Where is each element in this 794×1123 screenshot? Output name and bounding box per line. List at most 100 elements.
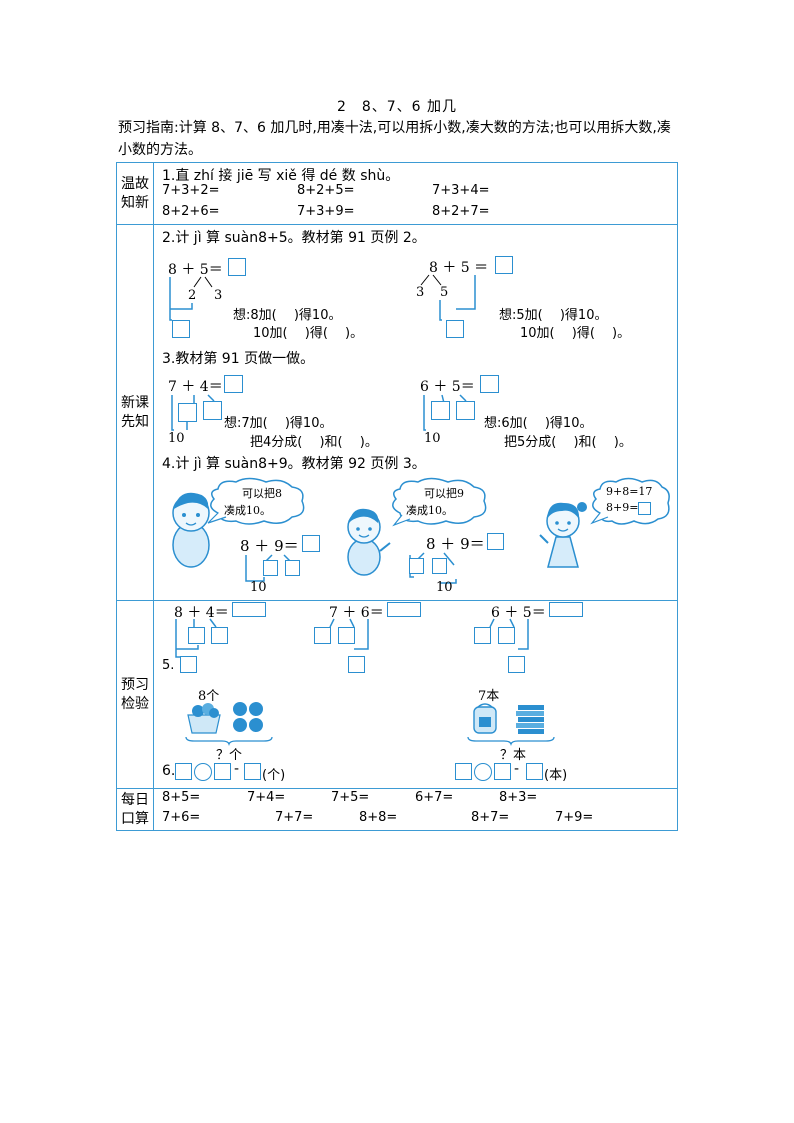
answer-box[interactable] [638,502,651,515]
books-icon [473,703,544,734]
answer-box[interactable] [172,320,190,338]
answer-box[interactable] [180,656,197,673]
answer-box[interactable] [431,401,450,420]
q3-left-ten: 10 [168,431,185,446]
q6-label: 6. [162,763,176,779]
q6-left-count: 8个 [198,689,220,704]
q6-right-unit: (本) [544,768,568,783]
answer-box[interactable] [495,256,513,274]
q5-split-lines [175,618,529,658]
q2-left-think1: 想:8加( )得10。 [233,308,342,323]
daily-item: 8+7= [471,810,510,825]
q4-right-split-lines [409,552,457,584]
section-label-new: 新课先知 [116,224,154,601]
q2-right-split-lines [420,274,476,321]
q2-left-equation: 8 ＋ 5＝ [168,262,223,278]
q4-right-equation: 8 ＋ 9＝ [426,535,485,553]
q6-right-count: 7本 [478,689,500,704]
preview-guide: 预习指南:计算 8、7、6 加几时,用凑十法,可以用拆小数,凑大数的方法;也可以… [118,120,671,158]
brace-icon [467,736,555,747]
q4-right-ten: 10 [436,580,453,595]
bubble3-text-b: 8+9= [606,501,639,514]
q3-right-think2: 把5分成( )和( )。 [504,435,632,450]
q1-item: 8+2+7= [432,204,490,219]
q2-left-part-a: 2 [188,288,197,303]
answer-box[interactable] [232,602,266,617]
q5-label: 5. [162,658,175,673]
answer-box[interactable] [474,627,491,644]
brace-icon [185,736,273,747]
minus-sign: - [234,761,240,777]
answer-box[interactable] [228,258,246,276]
minus-sign: - [514,761,520,777]
answer-box[interactable] [480,375,499,393]
answer-box[interactable] [432,558,447,574]
q1-item: 8+2+5= [297,183,355,198]
bubble3-text-a: 9+8=17 [606,485,653,498]
answer-box[interactable] [455,763,472,780]
q1-heading: 1.直 zhí 接 jiē 写 xiě 得 dé 数 shù。 [162,168,400,184]
answer-box[interactable] [498,627,515,644]
answer-box[interactable] [338,627,355,644]
answer-box[interactable] [549,602,583,617]
q1-item: 7+3+9= [297,204,355,219]
answer-box[interactable] [263,560,278,576]
answer-box[interactable] [302,535,320,552]
q5-equation-3: 6 ＋ 5＝ [491,605,546,621]
answer-box[interactable] [446,320,464,338]
q3-heading: 3.教材第 91 页做一做。 [162,351,315,367]
q3-right-ten: 10 [424,431,441,446]
boy-figure-left [172,492,210,568]
q4-heading: 4.计 jì 算 suàn8+9。教材第 92 页例 3。 [162,456,426,472]
q3-left-split-lines [171,394,215,431]
answer-box[interactable] [224,375,243,393]
answer-box[interactable] [348,656,365,673]
page-title: 2 8、7、6 加几 [336,99,458,115]
q4-left-equation: 8 ＋ 9＝ [240,537,299,555]
answer-box[interactable] [244,763,261,780]
q2-right-think2: 10加( )得( )。 [520,326,631,341]
answer-box[interactable] [214,763,231,780]
answer-box[interactable] [456,401,475,420]
section-label-review: 温故知新 [116,162,154,225]
q1-item: 7+3+4= [432,183,490,198]
girl-figure [539,502,587,568]
answer-box[interactable] [387,602,421,617]
daily-item: 7+9= [555,810,594,825]
q3-left-think1: 想:7加( )得10。 [224,416,333,431]
operator-circle[interactable] [194,763,212,781]
speech-bubble [392,477,487,527]
answer-box[interactable] [409,558,424,574]
answer-box[interactable] [285,560,300,576]
q3-right-equation: 6 ＋ 5＝ [420,379,475,395]
q5-equation-1: 8 ＋ 4＝ [174,605,229,621]
q1-item: 7+3+2= [162,183,220,198]
answer-box[interactable] [175,763,192,780]
q2-right-equation: 8 ＋ 5 ＝ [429,260,489,276]
q1-item: 8+2+6= [162,204,220,219]
daily-item: 7+6= [162,810,201,825]
q2-right-part-a: 3 [416,285,425,300]
answer-box[interactable] [487,533,504,550]
q3-right-think1: 想:6加( )得10。 [484,416,593,431]
operator-circle[interactable] [474,763,492,781]
section-label-daily: 每日口算 [116,788,154,831]
answer-box[interactable] [314,627,331,644]
daily-item: 8+8= [359,810,398,825]
q5-equation-2: 7 ＋ 6＝ [329,605,384,621]
apples-icon [187,702,263,734]
q3-left-equation: 7 ＋ 4＝ [168,379,223,395]
bubble1-text-a: 可以把8 [242,487,282,500]
answer-box[interactable] [508,656,525,673]
daily-content: 8+5= 7+4= 7+5= 6+7= 8+3= 7+6= 7+7= 8+8= … [153,788,678,831]
answer-box[interactable] [203,401,222,420]
answer-box[interactable] [494,763,511,780]
bubble2-text-a: 可以把9 [424,487,464,500]
answer-box[interactable] [526,763,543,780]
q2-right-think1: 想:5加( )得10。 [499,308,608,323]
q6-left-question: ？个 [216,748,243,763]
answer-box[interactable] [188,627,205,644]
answer-box[interactable] [178,403,197,422]
answer-box[interactable] [211,627,228,644]
q2-left-think2: 10加( )得( )。 [253,326,364,341]
